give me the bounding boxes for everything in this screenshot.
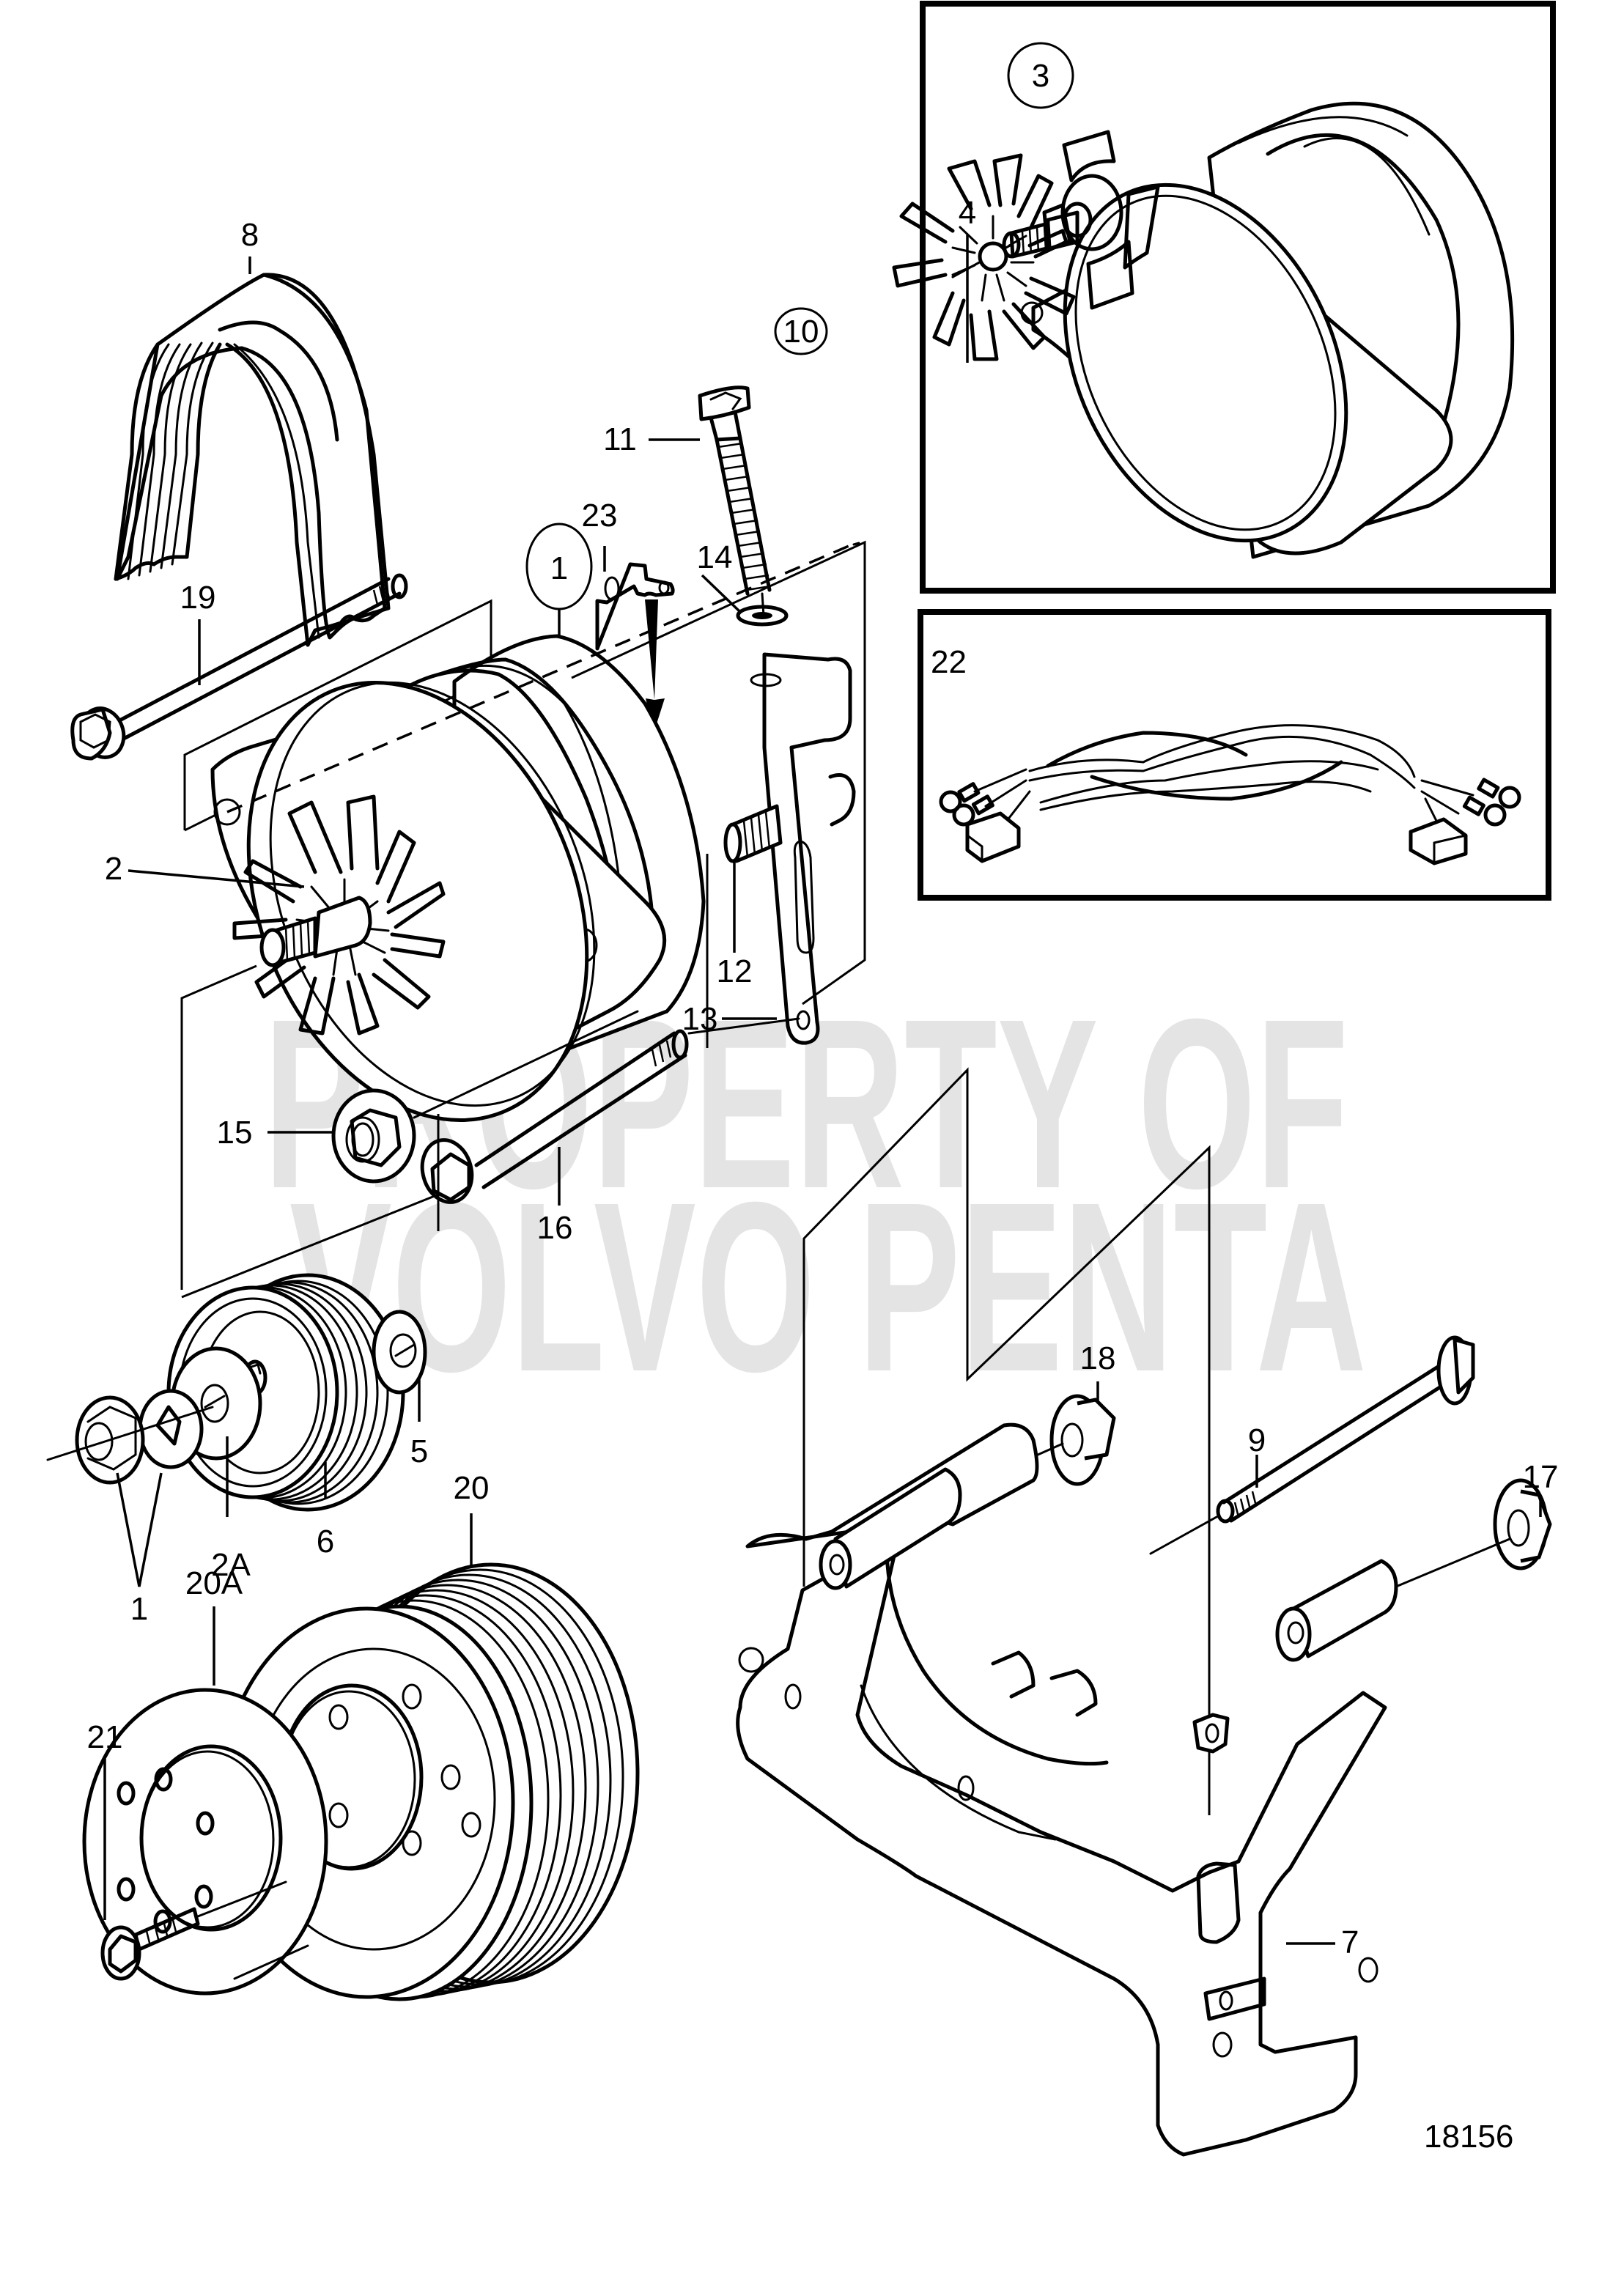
callout-circle xyxy=(1007,42,1074,109)
callout-1-circled: 1 xyxy=(550,550,568,586)
alternator-group: 1 xyxy=(105,523,860,1122)
washer-illustration xyxy=(736,605,789,627)
tension-bar-illustration xyxy=(750,652,856,1045)
callout-2: 2 xyxy=(105,851,122,887)
nut-and-washer-illustration xyxy=(46,1389,214,1485)
alternator-variant-inset: 3 4 xyxy=(892,1,1556,594)
spacer-washer-illustration xyxy=(372,1310,427,1395)
callout-22: 22 xyxy=(931,644,967,680)
callout-20a: 20A xyxy=(185,1565,243,1601)
assembly-frame-3 xyxy=(802,1067,1211,1815)
callout-11: 11 xyxy=(603,421,637,457)
callout-6: 6 xyxy=(317,1524,334,1559)
fastener-group-15-16: 15 16 xyxy=(217,1010,800,1246)
adjusting-screw-illustration xyxy=(698,385,772,617)
fan-variant-illustration xyxy=(892,153,1076,361)
callout-15: 15 xyxy=(217,1115,253,1151)
cable-harness-inset: 22 xyxy=(918,609,1551,901)
callout-1: 1 xyxy=(130,1591,148,1627)
callout-23: 23 xyxy=(582,498,618,534)
leader-line xyxy=(701,574,742,613)
alternator-variant-illustration xyxy=(951,101,1515,559)
flange-bolt-long-group: 19 xyxy=(70,573,492,832)
flange-nut-17-illustration xyxy=(1395,1478,1552,1588)
callout-7: 8 xyxy=(241,217,259,253)
callout-circle xyxy=(774,307,828,355)
alternator-illustration xyxy=(210,541,860,1122)
callout-9: 9 xyxy=(1248,1422,1266,1458)
leader-line xyxy=(128,869,305,888)
flange-nut-illustration xyxy=(331,1088,416,1184)
callout-17: 17 xyxy=(1523,1459,1559,1495)
alternator-bracket-group: 18 xyxy=(736,1335,1559,2157)
inset-frame xyxy=(918,609,1551,901)
cable-harness-illustration xyxy=(939,724,1521,865)
document-number: 18156 xyxy=(1424,2119,1513,2155)
callout-20: 20 xyxy=(454,1470,490,1506)
flange-screw-illustration xyxy=(100,1880,287,1981)
assembly-frame-2 xyxy=(181,1125,440,1299)
alternator-bracket-illustration xyxy=(736,1422,1398,2157)
through-bolt-illustration xyxy=(1149,1335,1475,1555)
leader-line xyxy=(116,1472,163,1587)
crankshaft-pulley-illustration xyxy=(218,1562,640,2001)
drive-belt-group: 8 xyxy=(114,217,391,647)
callout-14: 14 xyxy=(697,539,733,575)
crankshaft-pulley-group: 20 xyxy=(82,1470,640,2001)
direction-arrow-icon xyxy=(645,599,665,733)
flange-bolt-long-illustration xyxy=(70,573,408,761)
callout-18: 19 xyxy=(180,580,216,616)
callout-19: 18 xyxy=(1080,1340,1116,1376)
callout-12: 12 xyxy=(717,953,753,989)
flange-bolt-illustration xyxy=(420,1029,689,1204)
callout-21: 21 xyxy=(87,1719,123,1755)
tensioner-group: 10 11 14 23 xyxy=(582,307,828,733)
callout-10: 10 xyxy=(783,314,819,350)
alternator-pulley-group: 5 6 2A 1 xyxy=(46,1273,428,1627)
spacer-ring-illustration xyxy=(82,1688,328,1996)
callout-3: 3 xyxy=(1032,58,1049,94)
inset-frame xyxy=(920,1,1556,594)
callout-16: 16 xyxy=(537,1210,573,1246)
fan-illustration xyxy=(232,794,446,1036)
terminal-bracket-illustration xyxy=(595,562,675,651)
watermark-line-2: VOLVO PENTA xyxy=(289,1151,1367,1422)
stud-illustration xyxy=(723,804,783,863)
callout-5: 5 xyxy=(410,1433,428,1469)
callout-2a: 2A xyxy=(211,1547,251,1583)
callout-8: 7 xyxy=(1341,1924,1359,1960)
flange-nut-19-illustration xyxy=(1028,1394,1116,1486)
